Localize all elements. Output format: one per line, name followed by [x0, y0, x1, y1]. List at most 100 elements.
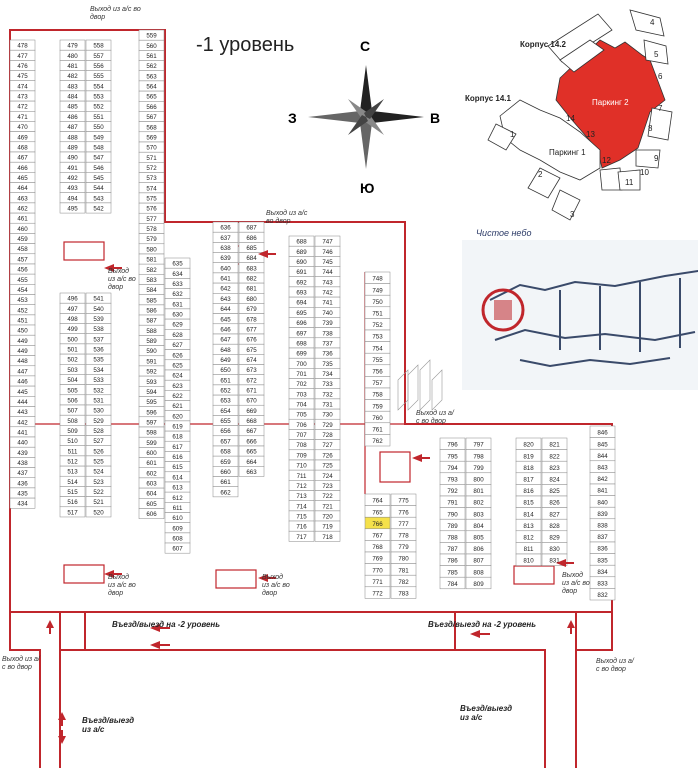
parking-spot-number: 661 [220, 479, 231, 486]
exit-note: Выход из а/с во двор [562, 572, 590, 595]
parking-spot-number: 658 [220, 449, 231, 456]
parking-spot-number: 789 [447, 523, 458, 530]
parking-spot-number: 636 [220, 225, 231, 232]
compass-rose [308, 65, 424, 169]
parking-spot-number: 486 [67, 114, 78, 121]
parking-spot-number: 617 [172, 444, 183, 451]
parking-spot-number: 622 [172, 393, 183, 400]
keyplan-number: 4 [650, 18, 655, 27]
parking-spot-number: 597 [146, 420, 157, 427]
parking-spot-number: 526 [93, 448, 104, 455]
parking-spot-number: 731 [322, 402, 333, 409]
parking-spot-number: 761 [372, 427, 383, 434]
parking-spot-number: 829 [549, 535, 560, 542]
parking-spot-number: 608 [172, 536, 183, 543]
parking-spot-number: 718 [322, 534, 333, 541]
parking-spot-number: 615 [172, 464, 183, 471]
parking-spot-number: 515 [67, 489, 78, 496]
keyplan-number: 10 [640, 168, 649, 177]
parking-spot-number: 837 [597, 534, 608, 541]
parking-spot-number: 584 [146, 287, 157, 294]
parking-spot-number: 694 [296, 300, 307, 307]
parking-spot-number: 807 [473, 558, 484, 565]
parking-spot-number: 700 [296, 361, 307, 368]
parking-spot-number: 443 [17, 409, 28, 416]
parking-spot-number: 641 [220, 276, 231, 283]
parking-spot [85, 202, 112, 214]
parking-spot-number: 709 [296, 452, 307, 459]
parking-spot-number: 637 [220, 235, 231, 242]
key-plan [487, 9, 673, 221]
parking-spot-number: 675 [246, 347, 257, 354]
parking-spot-number: 842 [597, 476, 608, 483]
keyplan-number: 14 [566, 114, 575, 123]
parking-spot-number: 585 [146, 297, 157, 304]
keyplan-number: 7 [658, 104, 663, 113]
parking-spot-number: 816 [523, 488, 534, 495]
parking-spot [59, 506, 86, 518]
parking-spot-number: 685 [246, 245, 257, 252]
parking-spot-number: 546 [93, 165, 104, 172]
parking-spot-number: 820 [523, 442, 534, 449]
parking-spot-number: 742 [322, 290, 333, 297]
parking-spot-number: 712 [296, 483, 307, 490]
parking-spot-number: 831 [549, 558, 560, 565]
parking-spot-number: 491 [67, 165, 78, 172]
parking-spot-number: 670 [246, 398, 257, 405]
parking-spot-number: 824 [549, 477, 560, 484]
parking-spot-number: 843 [597, 465, 608, 472]
parking-spot [541, 553, 568, 566]
ramp-label-left: Въезд/выезд на -2 уровень [112, 620, 221, 629]
parking-spot-number: 578 [146, 226, 157, 233]
parking-spot-number: 766 [372, 521, 383, 528]
parking-spot-number: 704 [296, 402, 307, 409]
parking-spot-number: 743 [322, 279, 333, 286]
parking-spot-number: 629 [172, 322, 183, 329]
parking-spot-number: 779 [398, 544, 409, 551]
parking-spot-number: 435 [17, 491, 28, 498]
parking-spot-number: 531 [93, 397, 104, 404]
parking-spot-number: 782 [398, 579, 409, 586]
parking-spot-number: 653 [220, 398, 231, 405]
parking-spot-number: 639 [220, 255, 231, 262]
parking-spot-number: 640 [220, 265, 231, 272]
parking-spot-number: 681 [246, 286, 257, 293]
parking-spot-number: 449 [17, 338, 28, 345]
parking-spot-number: 577 [146, 216, 157, 223]
parking-spot-number: 521 [93, 499, 104, 506]
parking-spot-number: 529 [93, 418, 104, 425]
parking-spot-number: 826 [549, 500, 560, 507]
parking-spot-number: 556 [93, 63, 104, 70]
parking-spot [589, 588, 616, 601]
parking-spot-number: 630 [172, 312, 183, 319]
parking-spots: 4784774764754744734724714704694684674664… [9, 29, 616, 601]
parking-spot-number: 474 [17, 83, 28, 90]
parking-spot-number: 600 [146, 450, 157, 457]
keyplan-number: 12 [602, 156, 611, 165]
exit-note: Выход из а/с во двор [416, 410, 454, 425]
parking-spot-number: 436 [17, 480, 28, 487]
parking-spot-number: 505 [67, 387, 78, 394]
parking-spot-number: 674 [246, 357, 257, 364]
parking-spot-number: 469 [17, 134, 28, 141]
parking-spot-number: 483 [67, 83, 78, 90]
parking-spot-number: 844 [597, 453, 608, 460]
parking-spot-number: 744 [322, 269, 333, 276]
parking-spot-number: 497 [67, 306, 78, 313]
parking-spot-number: 642 [220, 286, 231, 293]
parking-spot-number: 579 [146, 236, 157, 243]
compass-south: Ю [360, 180, 375, 196]
arrow-icon [46, 620, 54, 634]
parking-spot-number: 449 [17, 348, 28, 355]
compass-west: З [288, 110, 297, 126]
parking-spot-number: 702 [296, 381, 307, 388]
parking-spot-number: 793 [447, 477, 458, 484]
parking-spot-number: 783 [398, 591, 409, 598]
parking-spot-number: 538 [93, 326, 104, 333]
parking-spot-number: 558 [93, 43, 104, 50]
parking-spot-number: 489 [67, 144, 78, 151]
parking-spot-number: 555 [93, 73, 104, 80]
parking-spot-number: 551 [93, 114, 104, 121]
parking-spot-number: 729 [322, 422, 333, 429]
parking-spot-number: 475 [17, 73, 28, 80]
